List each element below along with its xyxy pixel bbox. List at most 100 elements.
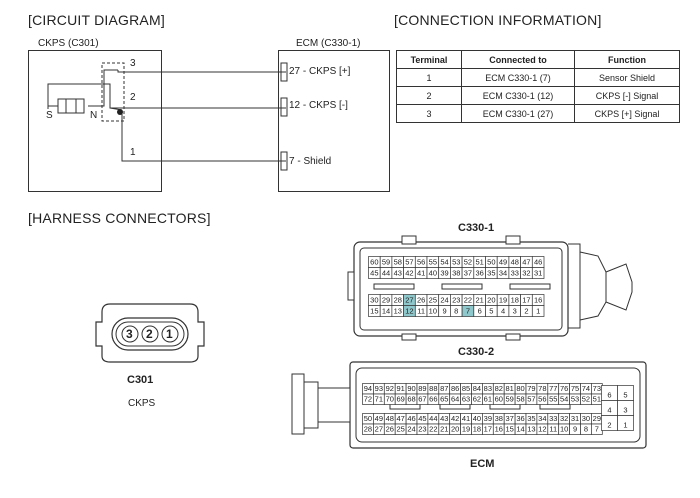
wire-pin3 bbox=[117, 70, 286, 73]
cell-terminal: 3 bbox=[396, 104, 462, 123]
c330-1-name: C330-1 bbox=[458, 222, 495, 234]
c330-2-pin-label: 31 bbox=[571, 414, 579, 423]
cell-function: CKPS [+] Signal bbox=[574, 104, 680, 123]
c330-1-pin-label: 4 bbox=[501, 307, 505, 316]
c330-2-pin-label: 38 bbox=[495, 414, 503, 423]
c330-1-pin-label: 2 bbox=[524, 307, 528, 316]
c330-2-pin-label: 20 bbox=[451, 425, 459, 434]
c330-1-pin-label: 8 bbox=[454, 307, 458, 316]
c330-1-pin-label: 57 bbox=[405, 258, 413, 267]
c330-2-side-pin-label: 2 bbox=[607, 421, 611, 430]
c330-1-pin-label: 55 bbox=[429, 258, 437, 267]
c301-connector bbox=[95, 303, 205, 363]
c330-1-pin-label: 17 bbox=[522, 296, 530, 305]
c330-2-pin-label: 78 bbox=[538, 384, 546, 393]
c330-1-pin-label: 24 bbox=[440, 296, 448, 305]
c330-2-pin-label: 65 bbox=[440, 395, 448, 404]
connection-table: Terminal Connected to Function 1 ECM C33… bbox=[396, 50, 680, 123]
c330-2-side-pin-label: 3 bbox=[623, 406, 627, 415]
c330-1-pin-label: 49 bbox=[499, 258, 507, 267]
ecm-name: ECM bbox=[470, 458, 495, 470]
c330-2-pin-label: 89 bbox=[418, 384, 426, 393]
c330-1-pin-label: 41 bbox=[417, 269, 425, 278]
c301-pin-3: 3 bbox=[126, 327, 133, 341]
c330-1-pin-label: 21 bbox=[475, 296, 483, 305]
c330-2-pin-label: 55 bbox=[549, 395, 557, 404]
circuit-wiring bbox=[47, 62, 288, 171]
c330-2-side-pin-cell bbox=[617, 415, 634, 431]
c330-2-pin-label: 80 bbox=[516, 384, 524, 393]
c330-2-pin-label: 75 bbox=[571, 384, 579, 393]
cell-terminal: 2 bbox=[396, 86, 462, 105]
c330-1-pin-label: 19 bbox=[499, 296, 507, 305]
harness-connectors-title: [HARNESS CONNECTORS] bbox=[28, 210, 211, 226]
c330-2-pin-label: 74 bbox=[582, 384, 590, 393]
c330-1-pin-label: 1 bbox=[536, 307, 540, 316]
c330-2-pin-label: 37 bbox=[505, 414, 513, 423]
c330-2-pin-label: 59 bbox=[505, 395, 513, 404]
c330-1-pin-cell bbox=[531, 267, 545, 279]
c330-1-pin-label: 15 bbox=[370, 307, 378, 316]
ecm-label: ECM (C330-1) bbox=[296, 38, 361, 49]
c330-1-pin-label: 48 bbox=[511, 258, 519, 267]
table-row: 2 ECM C330-1 (12) CKPS [-] Signal bbox=[396, 86, 680, 105]
c330-2-pin-label: 34 bbox=[538, 414, 546, 423]
c330-2-pin-label: 94 bbox=[364, 384, 372, 393]
c330-1-pin-label: 32 bbox=[522, 269, 530, 278]
c330-2-pin-label: 81 bbox=[505, 384, 513, 393]
c330-2-pin-label: 43 bbox=[440, 414, 448, 423]
c330-1-pin-label: 28 bbox=[394, 296, 402, 305]
c330-1-pin-label: 47 bbox=[522, 258, 530, 267]
c330-2-pin-label: 82 bbox=[495, 384, 503, 393]
c330-1-pin-label: 31 bbox=[534, 269, 542, 278]
c330-2-side-pin-label: 1 bbox=[623, 421, 627, 430]
c301-pin-circle bbox=[161, 325, 179, 343]
wire-pin2 bbox=[47, 83, 286, 109]
c330-2-pin-label: 69 bbox=[396, 395, 404, 404]
c330-1-pin-label: 56 bbox=[417, 258, 425, 267]
c330-2-pin-label: 86 bbox=[451, 384, 459, 393]
c330-2-pin-label: 85 bbox=[462, 384, 470, 393]
cell-function: CKPS [-] Signal bbox=[574, 86, 680, 105]
circuit-diagram-title: [CIRCUIT DIAGRAM] bbox=[28, 12, 165, 28]
c330-2-pin-label: 92 bbox=[386, 384, 394, 393]
c330-1-pin-label: 43 bbox=[394, 269, 402, 278]
n-label: N bbox=[90, 110, 98, 121]
c330-1-pin-label: 51 bbox=[475, 258, 483, 267]
c330-1-pin-label: 36 bbox=[475, 269, 483, 278]
c330-1-pin-label: 29 bbox=[382, 296, 390, 305]
c330-2-name: C330-2 bbox=[458, 346, 495, 358]
c330-2-pin-label: 14 bbox=[516, 425, 524, 434]
c330-2-pin-label: 87 bbox=[440, 384, 448, 393]
c330-1-pin-label: 25 bbox=[429, 296, 437, 305]
c330-2-pin-label: 60 bbox=[495, 395, 503, 404]
c330-1-pin-label: 59 bbox=[382, 258, 390, 267]
c330-2-pin-label: 18 bbox=[473, 425, 481, 434]
c330-1-pin-label: 9 bbox=[442, 307, 446, 316]
c330-1-pin-label: 12 bbox=[405, 307, 413, 316]
c330-2-side-pin-label: 6 bbox=[607, 391, 611, 400]
c330-2-pin-label: 28 bbox=[364, 425, 372, 434]
c330-2-pin-label: 13 bbox=[527, 425, 535, 434]
c330-2-pin-label: 24 bbox=[407, 425, 415, 434]
c330-1-pin-label: 54 bbox=[440, 258, 448, 267]
c330-2-pin-label: 66 bbox=[429, 395, 437, 404]
cell-connected-to: ECM C330-1 (27) bbox=[461, 104, 575, 123]
ecm-pin-27 bbox=[280, 62, 288, 82]
ecm-pin-12 bbox=[280, 97, 288, 117]
junction-dot bbox=[117, 109, 123, 115]
c330-2-pin-label: 19 bbox=[462, 425, 470, 434]
c330-2-pin-label: 36 bbox=[516, 414, 524, 423]
header-function: Function bbox=[574, 50, 680, 69]
c330-1-pin-label: 52 bbox=[464, 258, 472, 267]
c330-2-pin-label: 84 bbox=[473, 384, 481, 393]
c330-1-pin-label: 27 bbox=[405, 296, 413, 305]
s-label: S bbox=[46, 110, 53, 121]
c330-2-pin-label: 58 bbox=[516, 395, 524, 404]
c330-1-pin-label: 39 bbox=[440, 269, 448, 278]
sensor-label: CKPS (C301) bbox=[38, 38, 99, 49]
c330-2-pin-label: 9 bbox=[573, 425, 577, 434]
c330-2-pin-label: 64 bbox=[451, 395, 459, 404]
